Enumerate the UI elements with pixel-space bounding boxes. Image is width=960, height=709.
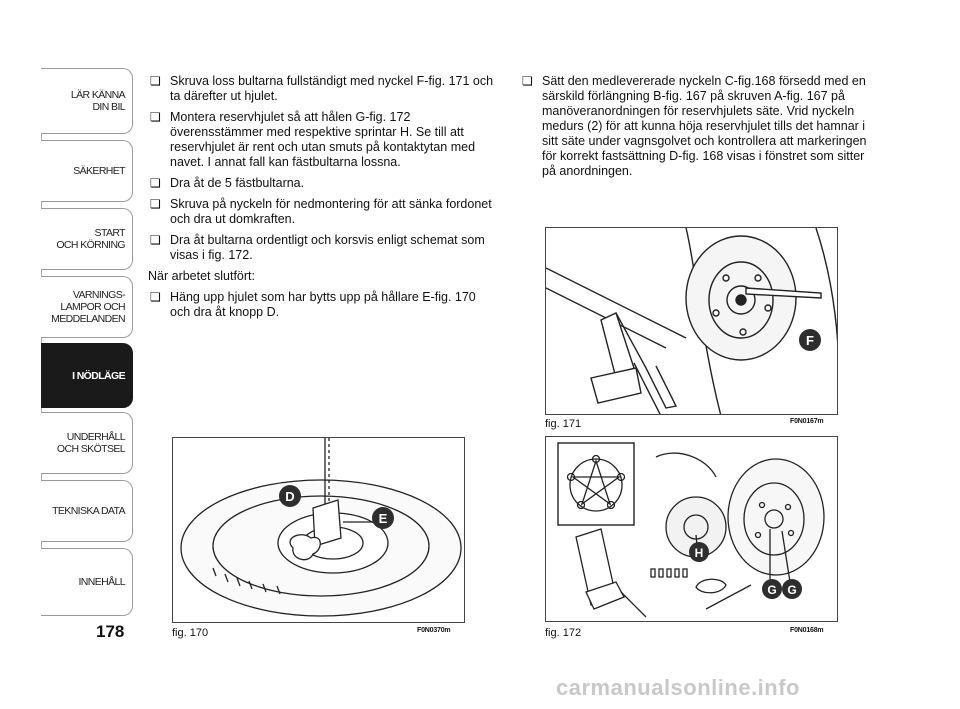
sidebar-tab[interactable]: VARNINGS- LAMPOR OCH MEDDELANDEN (41, 276, 133, 338)
figure-170: D E (172, 437, 465, 623)
sidebar-tab[interactable]: START OCH KÖRNING (41, 208, 133, 270)
paragraph-after-work: När arbetet slutfört: (148, 269, 255, 283)
sidebar-tab[interactable]: I NÖDLÄGE (41, 343, 133, 408)
bullet-item: Sätt den medlevererade nyckeln C-fig.168… (520, 74, 870, 179)
fig170-illustration: D E (180, 438, 462, 617)
fig172-callout-h: H (695, 546, 704, 560)
watermark: carmanualsonline.info (556, 675, 800, 700)
fig172-illustration: H G G (557, 442, 825, 618)
bullet-item: Dra åt bultarna ordentligt och korsvis e… (148, 233, 496, 263)
figure-172: H G G (545, 436, 838, 622)
sidebar-tab[interactable]: INNEHÅLL (41, 548, 133, 616)
bullet-item: Dra åt de 5 fästbultarna. (148, 176, 496, 191)
fig170-callout-e: E (379, 511, 388, 526)
right-text-column: Sätt den medlevererade nyckeln C-fig.168… (520, 74, 870, 185)
fig171-illustration: F (546, 228, 837, 414)
sidebar-divider (41, 68, 42, 616)
bullet-item: Montera reservhjulet så att hålen G-fig.… (148, 110, 496, 170)
bullet-item: Skruva på nyckeln för nedmontering för a… (148, 197, 496, 227)
sidebar-tab[interactable]: UNDERHÅLL OCH SKÖTSEL (41, 412, 133, 474)
fig171-callout-f: F (806, 333, 814, 348)
bullet-item: Skruva loss bultarna fullständigt med ny… (148, 74, 496, 104)
fig172-label: fig. 172 (545, 627, 582, 639)
left-text-column: Skruva loss bultarna fullständigt med ny… (148, 74, 496, 326)
fig170-label: fig. 170 (172, 627, 209, 639)
fig171-code: F0N0167m (790, 418, 824, 425)
fig172-code: F0N0168m (790, 627, 824, 634)
fig170-callout-d: D (285, 489, 294, 504)
sidebar-tab[interactable]: LÄR KÄNNA DIN BIL (41, 68, 133, 134)
fig170-code: F0N0370m (417, 627, 451, 634)
figure-171: F (545, 227, 838, 415)
fig171-label: fig. 171 (545, 418, 582, 430)
sidebar-tab[interactable]: TEKNISKA DATA (41, 480, 133, 542)
bullet-item: Häng upp hjulet som har bytts upp på hål… (148, 290, 496, 320)
fig172-callout-g1: G (767, 583, 776, 597)
page-number: 178 (96, 622, 125, 641)
sidebar-tab[interactable]: SÄKERHET (41, 140, 133, 202)
fig172-callout-g2: G (787, 583, 796, 597)
